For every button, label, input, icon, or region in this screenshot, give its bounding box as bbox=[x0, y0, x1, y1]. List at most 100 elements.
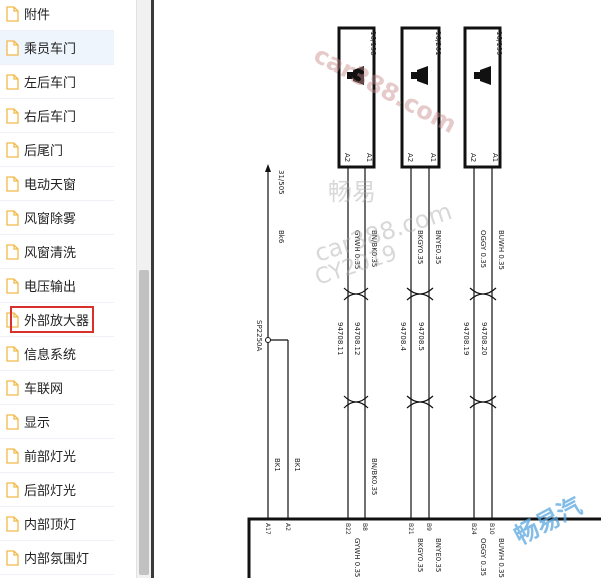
tree-item-label: 电动天窗 bbox=[24, 178, 77, 193]
wire-label: OGGY 0.35 bbox=[479, 230, 487, 268]
wire-id: 94708.5 bbox=[417, 322, 425, 351]
tree-item-label: 车联网 bbox=[24, 382, 64, 397]
tree-item[interactable]: 内部氛围灯 bbox=[0, 541, 114, 575]
pin-label: A17 bbox=[264, 523, 271, 535]
tree-item-label: 内部氛围灯 bbox=[24, 552, 90, 567]
document-icon bbox=[6, 481, 19, 498]
splice-label: SP2250A bbox=[255, 320, 263, 351]
document-icon bbox=[6, 379, 19, 396]
wire-id: 94708.11 bbox=[336, 322, 344, 355]
tree-item[interactable]: 显示 bbox=[0, 405, 114, 439]
panel-divider[interactable] bbox=[151, 0, 154, 578]
pin-label: A2 bbox=[406, 153, 414, 162]
pin-label: B21 bbox=[407, 523, 414, 535]
document-icon bbox=[6, 345, 19, 362]
document-icon bbox=[6, 243, 19, 260]
wire-label: BKGY0.35 bbox=[416, 538, 424, 572]
wiring-diagram: 16/198 16/201 16/199 A2 A1 A2 A1 A2 A1 3… bbox=[247, 26, 601, 578]
tree-item-label: 外部放大器 bbox=[24, 314, 90, 329]
wire-label: OGGY 0.35 bbox=[479, 538, 487, 576]
pin-label: A1 bbox=[429, 153, 437, 162]
pin-label: B22 bbox=[344, 523, 351, 535]
tree-item[interactable]: 电压输出 bbox=[0, 269, 114, 303]
document-icon bbox=[6, 413, 19, 430]
pin-label: B9 bbox=[425, 523, 432, 531]
speaker-box bbox=[400, 26, 441, 169]
tree-item-label: 乘员车门 bbox=[24, 42, 77, 57]
tree-item[interactable]: 右后车门 bbox=[0, 99, 114, 133]
document-icon bbox=[6, 515, 19, 532]
pin-label: A2 bbox=[343, 153, 351, 162]
document-icon bbox=[6, 447, 19, 464]
wire-label: GYWH 0.35 bbox=[353, 230, 361, 269]
wire-id: 94708.20 bbox=[480, 322, 488, 355]
splice-point bbox=[265, 337, 271, 343]
tree-item[interactable]: 车联网 bbox=[0, 371, 114, 405]
pin-label: B24 bbox=[470, 523, 477, 535]
wire-arrow bbox=[265, 164, 271, 172]
tree-item[interactable]: 后尾门 bbox=[0, 133, 114, 167]
sidebar-tree: 附件 乘员车门 左后车门 右后车门 后尾门 电动天窗 风窗除雾 风窗清洗 电压输… bbox=[0, 0, 136, 578]
wire-label: BNYE0.35 bbox=[434, 538, 442, 572]
watermark: 畅易汽 bbox=[510, 492, 587, 551]
document-icon bbox=[6, 549, 19, 566]
speaker-box bbox=[337, 26, 376, 169]
speaker-icon bbox=[347, 66, 491, 85]
tree-item[interactable]: 乘员车门 bbox=[0, 31, 114, 65]
document-icon bbox=[6, 311, 19, 328]
pin-label: A1 bbox=[491, 153, 499, 162]
wire-label: BUWH 0.35 bbox=[497, 230, 505, 270]
document-icon bbox=[6, 141, 19, 158]
wire-label: BK1 bbox=[293, 458, 301, 472]
document-icon bbox=[6, 209, 19, 226]
wire-label: BNYE0.35 bbox=[434, 230, 442, 264]
highlight-box bbox=[10, 306, 94, 333]
module-box bbox=[247, 517, 601, 578]
document-icon bbox=[6, 5, 19, 22]
wire-label: GYWH 0.35 bbox=[353, 538, 361, 577]
tree-item[interactable]: 信息系统 bbox=[0, 337, 114, 371]
wire-id: 94708.12 bbox=[353, 322, 361, 355]
scrollbar-thumb[interactable] bbox=[139, 270, 149, 575]
tree-item[interactable]: 前部灯光 bbox=[0, 439, 114, 473]
tree-item-label: 显示 bbox=[24, 416, 51, 431]
speaker-ref: 16/199 bbox=[495, 31, 503, 56]
tree-item[interactable]: 后部灯光 bbox=[0, 473, 114, 507]
tree-item[interactable]: 内部顶灯 bbox=[0, 507, 114, 541]
speaker-ref: 16/201 bbox=[434, 31, 442, 56]
wire-label: BN/BK0.35 bbox=[370, 230, 378, 267]
tree-item-label: 信息系统 bbox=[24, 348, 77, 363]
pin-label: B8 bbox=[361, 523, 368, 531]
tree-item-label: 前部灯光 bbox=[24, 450, 77, 465]
tree-item-label: 风窗除雾 bbox=[24, 212, 77, 227]
tree-item[interactable]: 外部放大器 bbox=[0, 303, 114, 337]
pin-label: B10 bbox=[488, 523, 495, 535]
tree-item-label: 右后车门 bbox=[24, 110, 77, 125]
wire-code: Bk6 bbox=[277, 230, 285, 244]
pin-label: A2 bbox=[284, 523, 291, 531]
svg-text:畅易: 畅易 bbox=[328, 178, 376, 206]
document-icon bbox=[6, 277, 19, 294]
tree-item-label: 风窗清洗 bbox=[24, 246, 77, 261]
speaker-box bbox=[463, 26, 502, 169]
wire-label: BN/BK0.35 bbox=[370, 458, 378, 495]
wire-label: BUWH 0.35 bbox=[497, 538, 505, 578]
pin-label: A2 bbox=[469, 153, 477, 162]
tree-item[interactable]: 风窗除雾 bbox=[0, 201, 114, 235]
tree-item[interactable]: 风窗清洗 bbox=[0, 235, 114, 269]
tree-item-label: 附件 bbox=[24, 8, 51, 23]
tree-item[interactable]: 电动天窗 bbox=[0, 167, 114, 201]
document-icon bbox=[6, 175, 19, 192]
wire-label: BK1 bbox=[273, 458, 281, 472]
speaker-ref: 16/198 bbox=[369, 31, 377, 56]
sidebar-scrollbar[interactable] bbox=[136, 0, 151, 578]
document-icon bbox=[6, 107, 19, 124]
document-icon bbox=[6, 39, 19, 56]
wire-id: 94708.4 bbox=[399, 322, 407, 351]
tree-item[interactable]: 左后车门 bbox=[0, 65, 114, 99]
tree-item[interactable]: 附件 bbox=[0, 0, 114, 31]
wire-ref: 31/505 bbox=[277, 170, 285, 195]
tree-item-label: 后部灯光 bbox=[24, 484, 77, 499]
wire-id: 94708.19 bbox=[462, 322, 470, 355]
tree-item-label: 左后车门 bbox=[24, 76, 77, 91]
